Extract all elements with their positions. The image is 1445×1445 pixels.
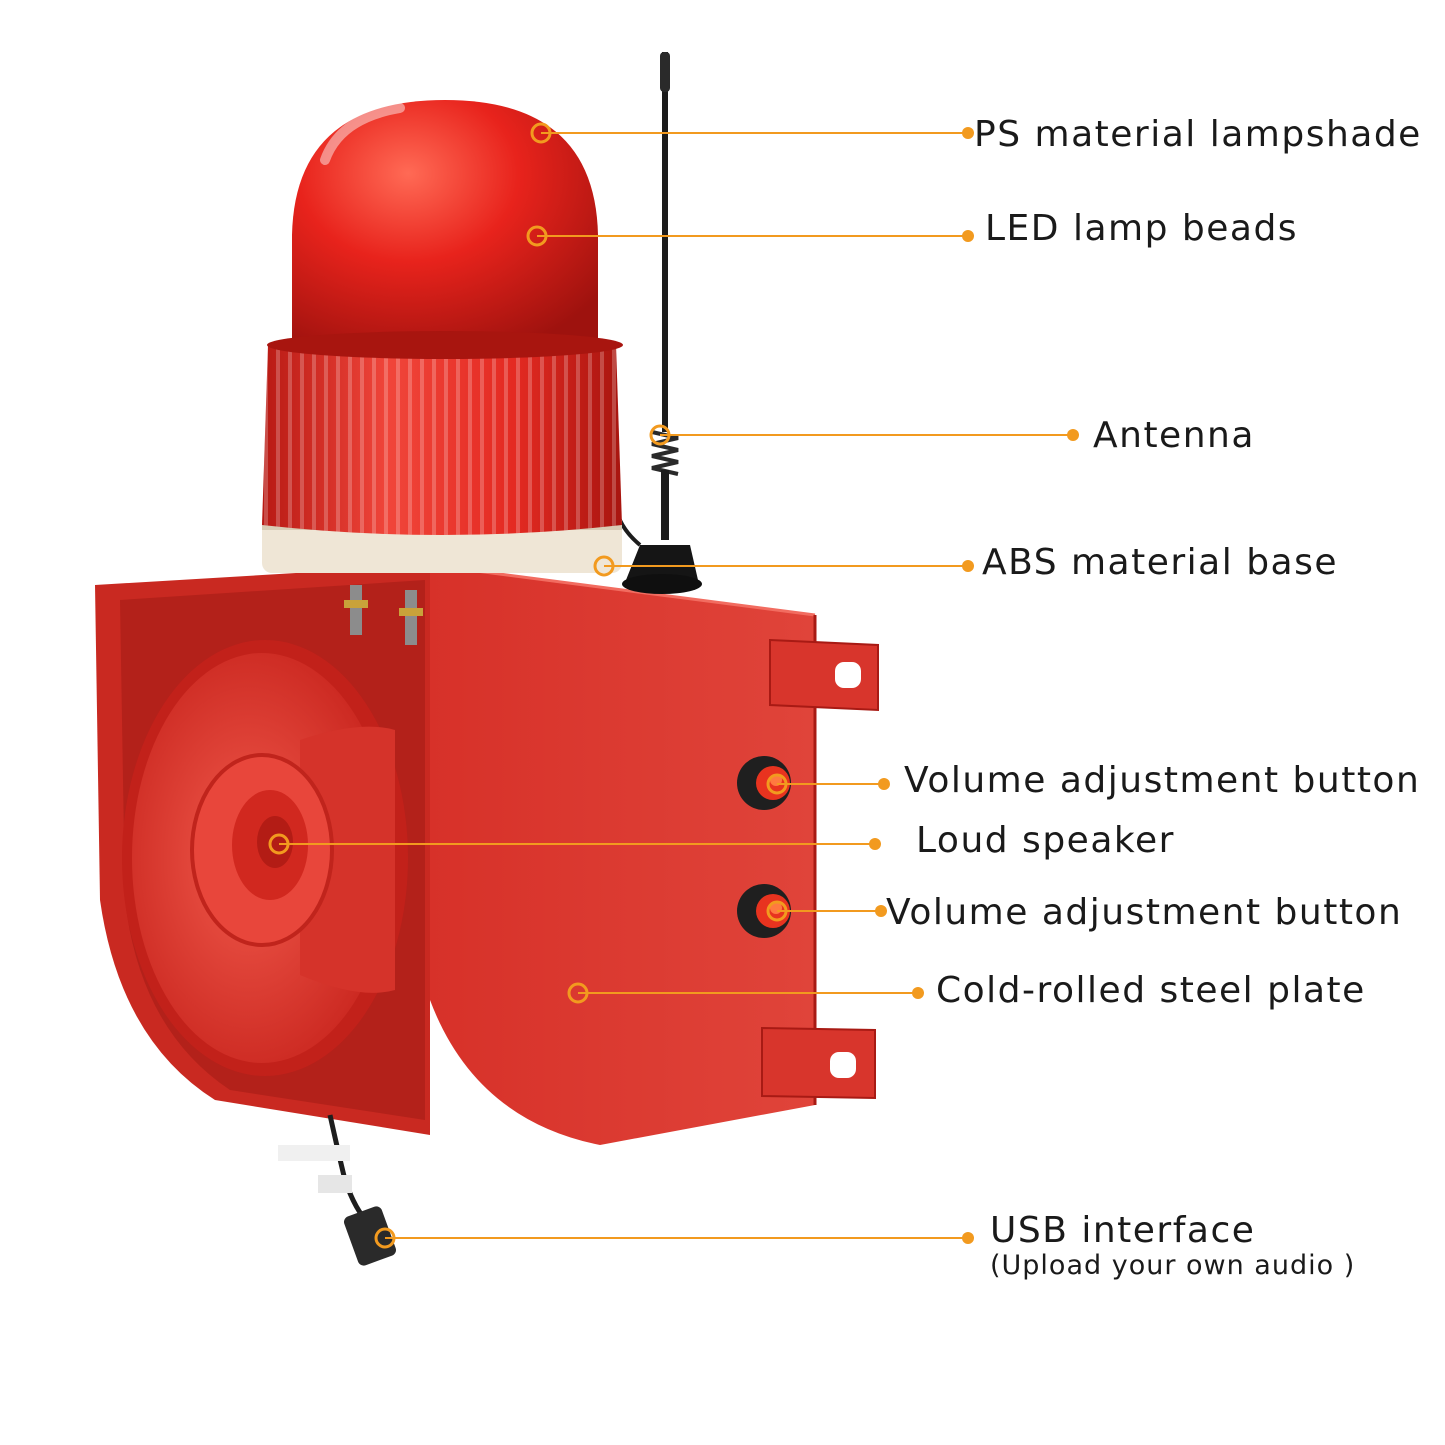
label-volume-top: Volume adjustment button — [904, 760, 1421, 801]
label-led-beads: LED lamp beads — [985, 208, 1299, 249]
label-usb-sublabel: (Upload your own audio ) — [990, 1250, 1356, 1281]
label-abs-base: ABS material base — [982, 542, 1339, 583]
terminal-bolts — [344, 585, 423, 645]
label-antenna: Antenna — [1093, 415, 1255, 456]
lampshade-dome — [292, 100, 598, 345]
label-lampshade: PS material lampshade — [974, 114, 1422, 155]
usb-cable — [278, 1114, 396, 1266]
volume-button-top — [737, 756, 791, 810]
label-volume-bottom: Volume adjustment button — [886, 892, 1403, 933]
label-loud-speaker: Loud speaker — [916, 820, 1175, 861]
antenna — [612, 52, 702, 594]
mounting-bracket-top — [769, 638, 879, 712]
warning-lamp — [262, 100, 623, 573]
label-steel-plate: Cold-rolled steel plate — [936, 970, 1366, 1011]
callout-lines — [268, 122, 1079, 1249]
label-usb-interface: USB interface — [990, 1210, 1256, 1251]
mounting-bracket-bottom — [761, 1026, 876, 1100]
loud-speaker-horn — [122, 640, 408, 1076]
